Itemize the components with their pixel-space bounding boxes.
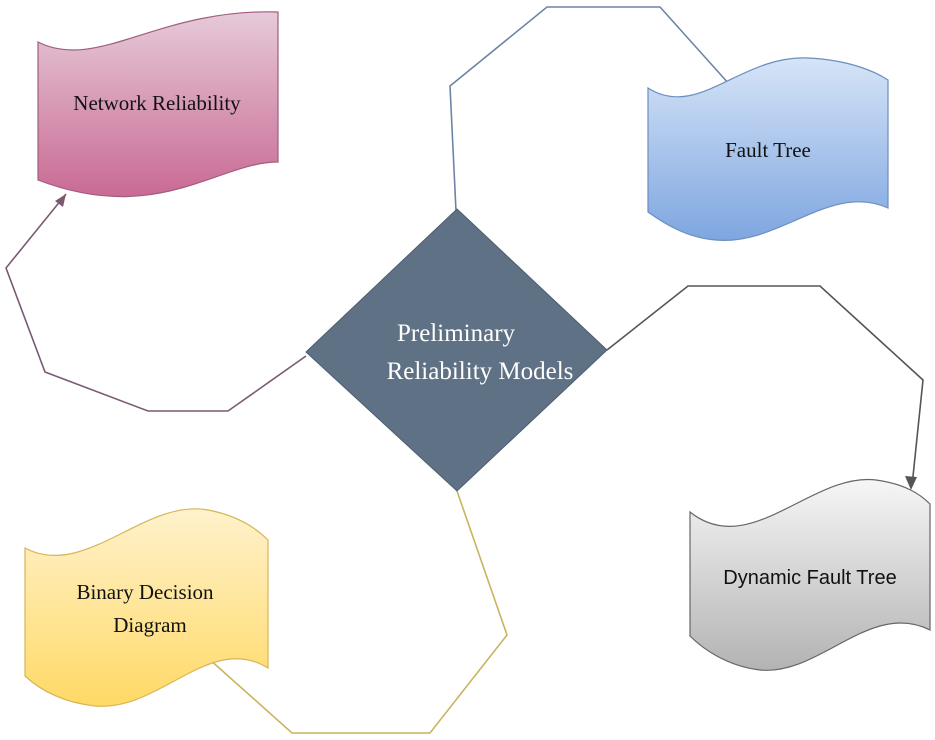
connector-to-network-reliability bbox=[5, 193, 307, 412]
arrowhead-dynamic-fault-tree bbox=[905, 476, 917, 490]
node-fault-tree[interactable]: Fault Tree bbox=[647, 57, 889, 241]
fault-tree-label: Fault Tree bbox=[725, 138, 811, 162]
connector-to-fault-tree bbox=[449, 6, 748, 212]
binary-decision-diagram-label-line1: Binary Decision bbox=[76, 580, 214, 604]
node-dynamic-fault-tree[interactable]: Dynamic Fault Tree bbox=[689, 478, 931, 671]
dynamic-fault-tree-shape bbox=[689, 478, 931, 671]
arrowhead-network-reliability bbox=[55, 194, 66, 207]
node-preliminary-reliability-models[interactable]: Preliminary Reliability Models bbox=[305, 208, 608, 492]
connector-to-dynamic-fault-tree bbox=[606, 285, 924, 487]
connector-to-binary-decision-diagram bbox=[189, 490, 508, 734]
center-label-line1: Preliminary bbox=[397, 320, 516, 347]
node-binary-decision-diagram[interactable]: Binary Decision Diagram bbox=[24, 508, 269, 707]
network-reliability-label: Network Reliability bbox=[73, 91, 241, 115]
center-label-line2: Reliability Models bbox=[387, 358, 574, 385]
binary-decision-diagram-label-line2: Diagram bbox=[113, 613, 186, 637]
fault-tree-shape bbox=[647, 57, 889, 241]
network-reliability-shape bbox=[37, 11, 279, 198]
node-network-reliability[interactable]: Network Reliability bbox=[37, 11, 279, 198]
center-diamond-shape bbox=[305, 208, 608, 492]
dynamic-fault-tree-label: Dynamic Fault Tree bbox=[723, 567, 896, 589]
binary-decision-diagram-shape bbox=[24, 508, 269, 707]
